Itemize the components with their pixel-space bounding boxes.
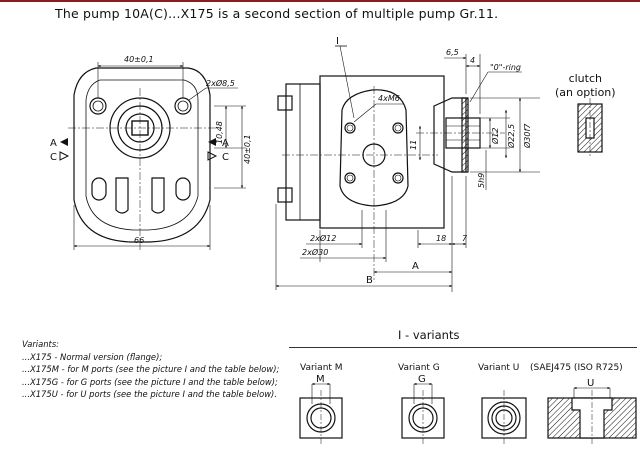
dim-b: B <box>366 275 373 286</box>
front-label-c: C <box>50 152 57 163</box>
dim-40-vert: 40±0,1 <box>243 134 252 164</box>
side-tapped-hole-3 <box>344 172 356 184</box>
variant-u-label: Variant U <box>478 363 520 373</box>
dim-a: A <box>412 261 419 272</box>
arrow-c-right <box>207 151 218 161</box>
clutch-line-1: clutch <box>568 72 602 85</box>
page-title: The pump 10A(C)...X175 is a second secti… <box>55 6 499 21</box>
top-accent-line <box>0 0 640 2</box>
front-inner-contour <box>85 79 199 231</box>
dim-d22-5: Ø22,5 <box>506 124 516 149</box>
side-body-left <box>285 83 321 221</box>
o-ring-label: "0"-ring <box>490 63 521 72</box>
notes-line: ...X175U - for U ports (see the picture … <box>22 389 277 400</box>
front-body-outline <box>73 67 211 243</box>
dim-2xd30: 2xØ30 <box>302 247 328 257</box>
dim-10-48: 10,48 <box>215 121 224 144</box>
notes-line: ...X175M - for M ports (see the picture … <box>22 364 280 375</box>
variant-m-drawing <box>299 382 343 446</box>
variant-m-letter: M <box>316 374 325 385</box>
dim-2xd8-5: 2xØ8,5 <box>206 78 235 88</box>
front-pocket-center-right <box>151 177 165 214</box>
side-flange-ring <box>461 97 469 173</box>
side-port-left <box>277 95 293 111</box>
side-tapped-hole-4 <box>392 172 404 184</box>
dim-d30f7: Ø30f7 <box>522 123 532 149</box>
front-bolt-hole-left <box>89 97 107 115</box>
side-tapped-hole-1 <box>344 122 356 134</box>
variants-notes: Variants: ...X175 - Normal version (flan… <box>22 338 279 401</box>
variant-g-drawing <box>401 382 445 446</box>
variant-g-letter: G <box>418 374 426 385</box>
dim-4: 4 <box>470 56 475 65</box>
clutch-line-2: (an option) <box>555 86 616 99</box>
side-mount-plate <box>339 89 409 207</box>
variant-m-label: Variant M <box>300 363 343 373</box>
dim-11: 11 <box>409 140 418 150</box>
variant-g-label: Variant G <box>398 363 440 373</box>
front-label-c-right: C <box>222 152 229 163</box>
front-pocket-left <box>91 177 107 201</box>
variants-title: I - variants <box>398 328 460 342</box>
dim-40-top: 40±0,1 <box>124 55 154 64</box>
dim-7: 7 <box>462 234 468 243</box>
side-label-i: I <box>336 36 339 47</box>
side-port-left-2 <box>277 187 293 203</box>
variant-u-standard: (SAEJ475 (ISO R725) <box>530 363 623 373</box>
variant-u-section <box>547 386 637 446</box>
dim-18: 18 <box>436 234 446 243</box>
side-body-main <box>319 75 445 229</box>
front-label-a: A <box>50 138 57 149</box>
side-tapped-hole-2 <box>392 122 404 134</box>
front-pocket-center-left <box>115 177 129 214</box>
front-port-markers: A C A C <box>50 138 229 163</box>
variant-u-letter: U <box>587 378 594 389</box>
dim-66: 66 <box>134 236 144 245</box>
front-view <box>68 62 246 250</box>
dim-d12: Ø12 <box>490 128 500 145</box>
variant-u-drawing <box>481 390 527 446</box>
notes-line: ...X175G - for G ports (see the picture … <box>22 376 278 387</box>
dim-5h9: 5h9 <box>477 173 486 188</box>
variants-divider <box>289 347 637 348</box>
front-bolt-hole-right <box>174 97 192 115</box>
arrow-a-right <box>208 138 216 146</box>
side-view <box>275 45 540 292</box>
front-pocket-right <box>175 177 191 201</box>
clutch-drawing <box>577 98 603 158</box>
dim-4xm6: 4xM6 <box>378 94 400 103</box>
clutch-caption: clutch (an option) <box>555 72 616 100</box>
front-label-a-right: A <box>222 138 229 149</box>
notes-heading: Variants: <box>22 339 60 349</box>
arrow-c-left <box>59 151 70 161</box>
dim-6-5: 6,5 <box>446 48 459 57</box>
dim-2xd12: 2xØ12 <box>310 233 336 243</box>
notes-line: ...X175 - Normal version (flange); <box>22 351 163 362</box>
side-flange <box>433 97 467 173</box>
arrow-a-left <box>60 138 68 146</box>
